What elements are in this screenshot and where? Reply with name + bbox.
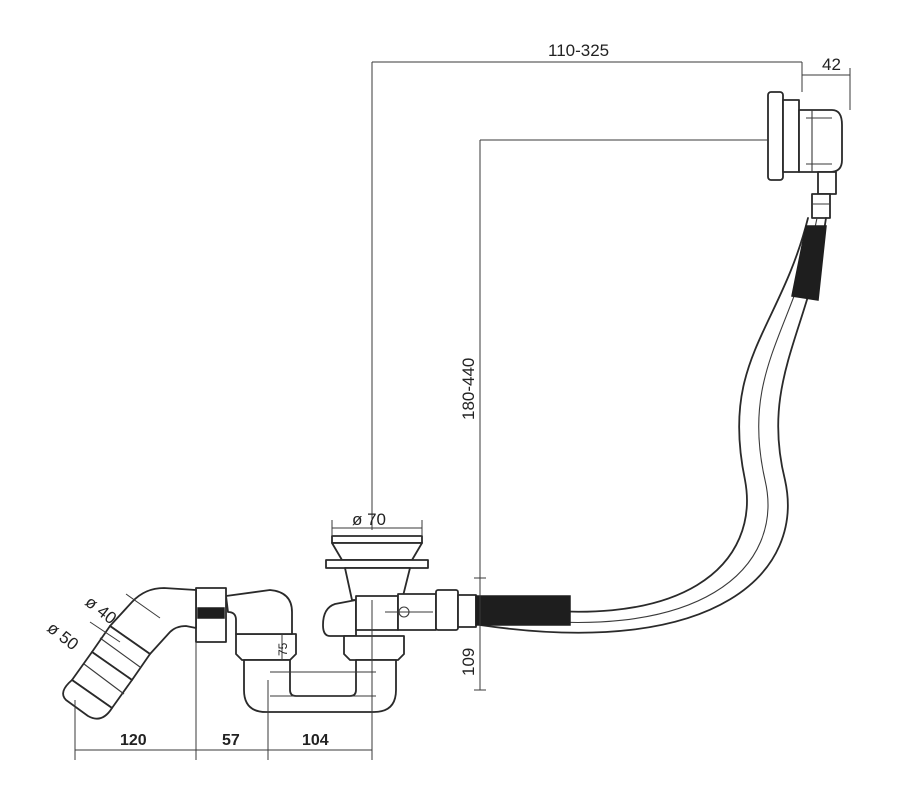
dim-label-109: 109 — [459, 648, 478, 676]
hose-connector — [435, 589, 571, 631]
waste-plug — [322, 535, 437, 637]
dimension-lines — [74, 61, 851, 760]
overflow-hose — [479, 217, 827, 634]
dim-label-104: 104 — [302, 732, 329, 749]
dim-label-180-440: 180-440 — [459, 358, 478, 420]
elbow-fitting — [195, 587, 293, 643]
dim-label-75: 75 — [276, 642, 290, 656]
dim-label-dia-50: ø 50 — [44, 618, 83, 654]
dim-label-42: 42 — [822, 55, 841, 74]
dim-label-120: 120 — [120, 732, 147, 749]
dim-label-110-325: 110-325 — [548, 41, 609, 60]
trap — [235, 633, 405, 713]
outlet-bend — [62, 587, 197, 720]
overflow-head — [767, 91, 843, 219]
dim-label-dia-70: ø 70 — [352, 510, 386, 529]
dim-label-57: 57 — [222, 732, 240, 749]
